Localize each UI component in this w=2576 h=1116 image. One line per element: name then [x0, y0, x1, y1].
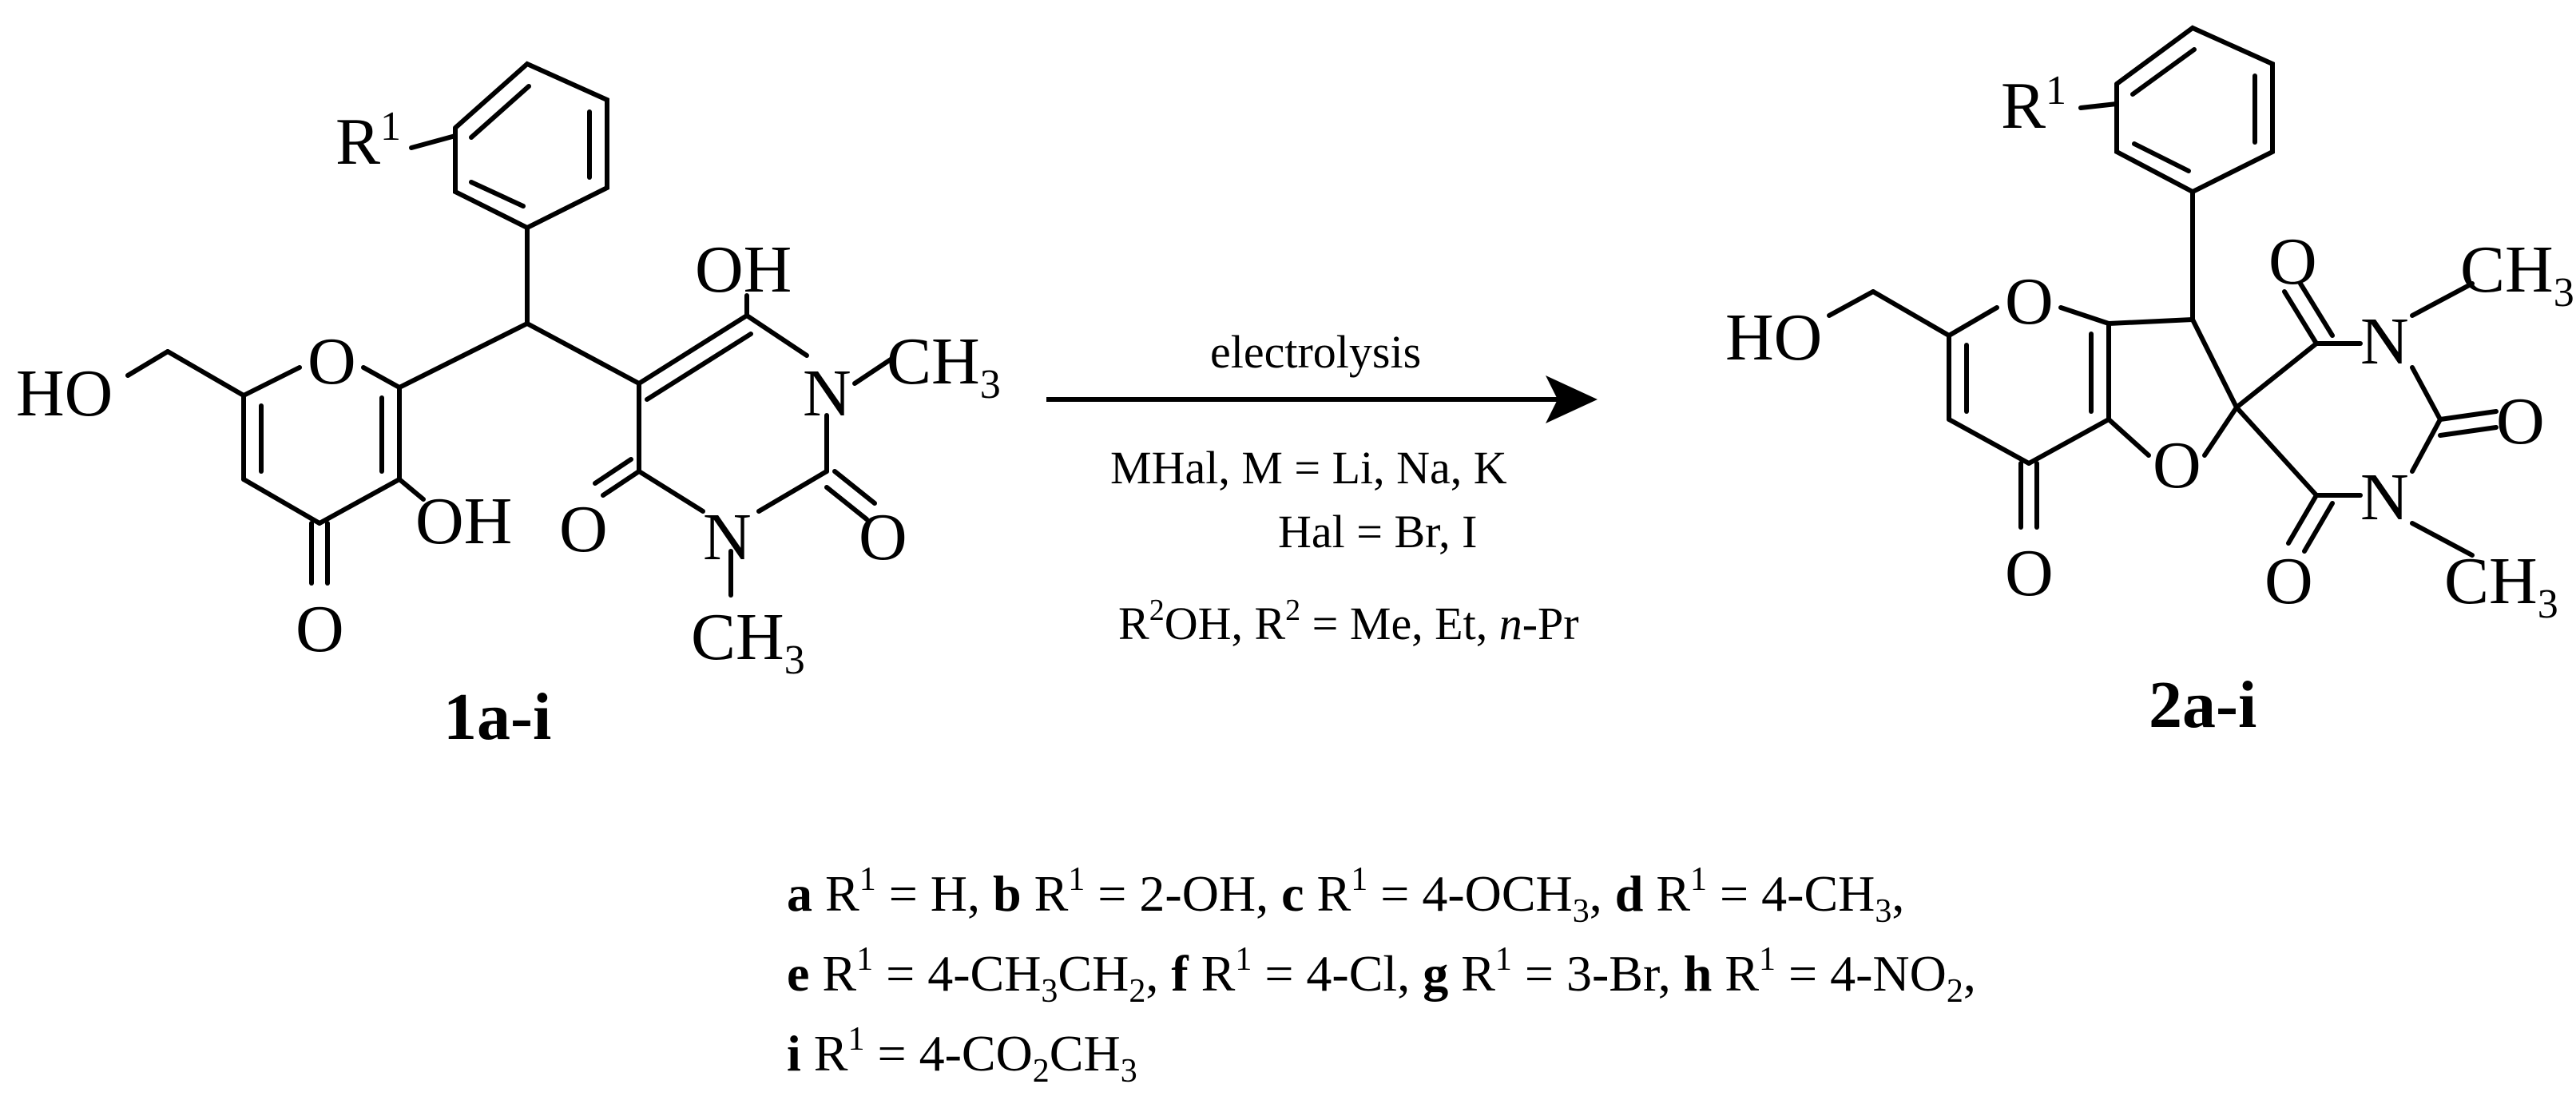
- compound-2-label: 2a-i: [2149, 668, 2256, 742]
- compound-2-structure: [1827, 25, 2499, 558]
- right-barbiturate-ring: [2234, 281, 2499, 558]
- condition-mhal: MHal, M = Li, Na, K: [1110, 442, 1507, 494]
- left-ho-label: HO: [16, 356, 113, 431]
- left-pyranone-ring: [125, 349, 426, 586]
- right-n-upper-label: N: [2360, 304, 2409, 379]
- right-bottom-o-label: O: [2264, 544, 2313, 618]
- legend-row-1: a R1 = H, b R1 = 2-OH, c R1 = 4-OCH3, d …: [787, 861, 1904, 930]
- legend-row-3: i R1 = 4-CO2CH3: [787, 1021, 1137, 1090]
- left-n-upper-label: N: [803, 356, 851, 431]
- right-n-lower-label: N: [2360, 460, 2409, 534]
- right-ch3-lower-label: CH3: [2444, 544, 2558, 627]
- left-c4-o-label: O: [559, 492, 608, 566]
- compound-1-structure: [125, 61, 893, 598]
- compound-1-label: 1a-i: [443, 680, 551, 754]
- left-benzene-ring: [453, 61, 609, 231]
- condition-alcohol: R2OH, R2 = Me, Et, n-Pr: [1118, 594, 1579, 649]
- left-ch3-upper-label: CH3: [887, 324, 1001, 407]
- left-ch3-lower-label: CH3: [691, 600, 805, 683]
- right-pyran-o-label: O: [2005, 264, 2054, 339]
- right-furan-ring: [2106, 317, 2239, 458]
- right-ho-label: HO: [1725, 300, 1822, 375]
- legend-row-2: e R1 = 4-CH3CH2, f R1 = 4-Cl, g R1 = 3-B…: [787, 941, 1976, 1010]
- substituent-legend: a R1 = H, b R1 = 2-OH, c R1 = 4-OCH3, d …: [787, 861, 1976, 1090]
- left-keto-o-label: O: [296, 592, 344, 666]
- left-ring-o-label: O: [308, 324, 356, 399]
- condition-electrolysis: electrolysis: [1210, 326, 1421, 378]
- condition-hal: Hal = Br, I: [1278, 506, 1477, 558]
- left-n-lower-label: N: [703, 500, 752, 574]
- reaction-arrow: [1046, 375, 1598, 423]
- right-ch3-upper-label: CH3: [2460, 232, 2574, 316]
- right-furan-o-label: O: [2153, 428, 2201, 502]
- left-oh-lower-label: OH: [415, 484, 512, 558]
- left-oh-upper-label: OH: [695, 232, 792, 307]
- right-r-label: R1: [2001, 68, 2066, 143]
- right-pyranone-ring: [1827, 289, 2111, 530]
- left-uracil-ring: [593, 293, 893, 598]
- left-c2-o-label: O: [859, 500, 907, 574]
- right-side-o-label: O: [2496, 384, 2545, 459]
- right-benzene-ring: [2114, 25, 2275, 195]
- right-keto-o-label: O: [2005, 536, 2054, 610]
- left-r-label: R1: [335, 104, 401, 179]
- right-top-o-label: O: [2268, 224, 2317, 299]
